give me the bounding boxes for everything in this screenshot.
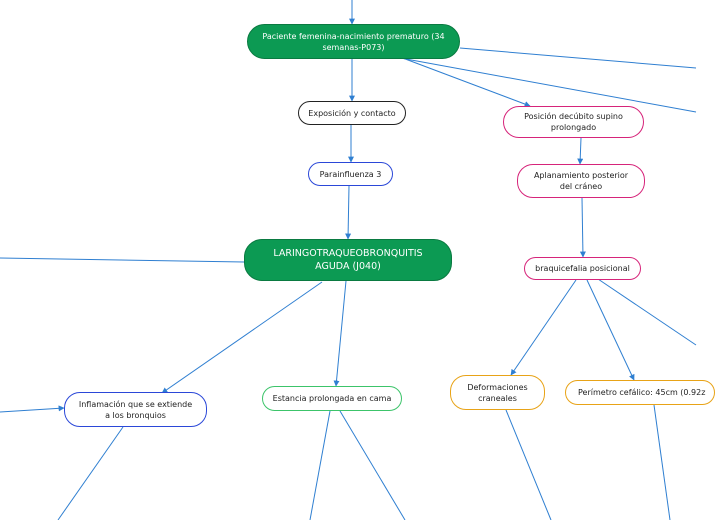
- node-estancia[interactable]: Estancia prolongada en cama: [262, 386, 402, 411]
- connector-inflamacion-down: [57, 426, 124, 520]
- connector-right-out-2: [394, 56, 697, 113]
- node-paciente[interactable]: Paciente femenina-nacimiento prematuro (…: [247, 24, 460, 59]
- connector-braquicefalia-right: [597, 278, 697, 346]
- node-posicion[interactable]: Posición decúbito supino prolongado: [503, 106, 644, 138]
- connector-posicion-aplanamiento: [577, 137, 584, 165]
- connector-paciente-posicion: [399, 56, 531, 107]
- node-parainfluenza[interactable]: Parainfluenza 3: [308, 162, 393, 186]
- node-aplanamiento[interactable]: Aplanamiento posterior del cráneo: [517, 164, 645, 198]
- connector-left-to-inflamacion: [0, 405, 65, 413]
- node-inflamacion[interactable]: Inflamación que se extiende a los bronqu…: [64, 392, 207, 427]
- connector-estancia-down-1: [309, 410, 331, 520]
- connector-braquicefalia-perimetro: [586, 279, 635, 381]
- connector-estancia-down-2: [339, 410, 406, 520]
- connector-layer: [0, 0, 697, 520]
- connector-deformaciones-down: [505, 409, 552, 520]
- connector-right-out-1: [459, 47, 697, 69]
- node-deformaciones[interactable]: Deformaciones craneales: [450, 375, 545, 410]
- connector-diagnostico-estancia: [333, 280, 347, 387]
- connector-left-in: [0, 257, 245, 263]
- node-exposicion[interactable]: Exposición y contacto: [298, 101, 406, 125]
- node-diagnostico[interactable]: LARINGOTRAQUEOBRONQUITIS AGUDA (J040): [244, 239, 452, 281]
- node-braquicefalia[interactable]: braquicefalia posicional: [524, 257, 641, 280]
- connector-perimetro-down: [653, 404, 671, 520]
- connector-aplanamiento-braquicefalia: [579, 197, 586, 258]
- connector-parainfluenza-diagnostico: [345, 185, 352, 240]
- connector-diagnostico-inflamacion: [161, 281, 323, 394]
- node-perimetro[interactable]: Perímetro cefálico: 45cm (0.92z: [565, 380, 715, 405]
- connector-braquicefalia-deformaciones: [510, 279, 577, 376]
